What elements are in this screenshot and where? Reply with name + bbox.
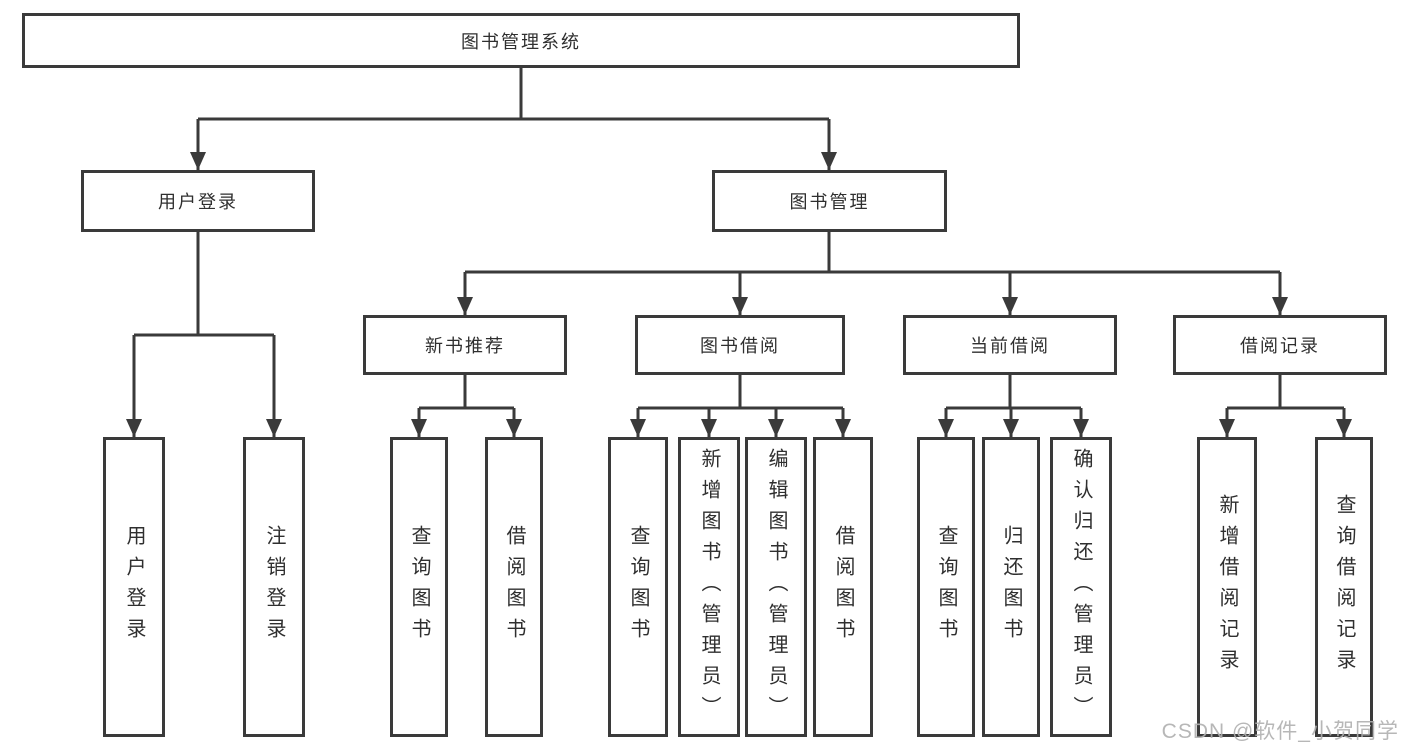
csdn-watermark: CSDN @软件_小贺同学 [1161, 720, 1399, 743]
node-user-login: 用户登录 [81, 170, 315, 232]
node-leaf-current-query-books: 查询图书 [917, 437, 975, 737]
node-current-borrowing: 当前借阅 [903, 315, 1117, 375]
node-leaf-promo-query-books: 查询图书 [390, 437, 448, 737]
node-borrowing-records: 借阅记录 [1173, 315, 1387, 375]
node-leaf-promo-borrow-books: 借阅图书 [485, 437, 543, 737]
node-library-system: 图书管理系统 [22, 13, 1020, 68]
node-leaf-add-borrow-record: 新增借阅记录 [1197, 437, 1257, 737]
node-leaf-edit-books-admin: 编辑图书（管理员） [745, 437, 807, 737]
node-leaf-borrow-query-books: 查询图书 [608, 437, 668, 737]
node-leaf-add-books-admin: 新增图书（管理员） [678, 437, 740, 737]
node-new-book-recommend: 新书推荐 [363, 315, 567, 375]
node-leaf-query-borrow-record: 查询借阅记录 [1315, 437, 1373, 737]
node-book-borrowing: 图书借阅 [635, 315, 845, 375]
node-leaf-borrow-books: 借阅图书 [813, 437, 873, 737]
node-leaf-logout: 注销登录 [243, 437, 305, 737]
node-leaf-confirm-return-admin: 确认归还（管理员） [1050, 437, 1112, 737]
node-leaf-return-books: 归还图书 [982, 437, 1040, 737]
node-book-management: 图书管理 [712, 170, 947, 232]
node-leaf-user-login: 用户登录 [103, 437, 165, 737]
